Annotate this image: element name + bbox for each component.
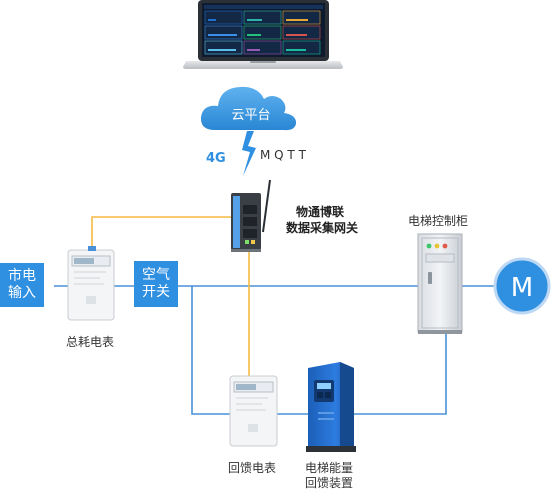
dashboard-tile-bar <box>247 34 261 36</box>
dashboard-tile-bar <box>286 19 308 21</box>
dashboard-tile-bar <box>286 49 306 51</box>
lightning-link <box>242 131 256 176</box>
dashboard-tile <box>243 25 282 40</box>
gateway-subtitle: 数据采集网关 <box>286 221 359 235</box>
breaker-line1: 空气 <box>142 267 170 283</box>
dashboard-tile-bar <box>208 34 237 36</box>
laptop <box>183 0 343 69</box>
dashboard-tile <box>204 40 243 55</box>
dashboard-tile-bar <box>208 49 236 51</box>
dashboard-tile-bar <box>247 19 262 21</box>
total-meter <box>67 246 115 321</box>
cloud-label: 云平台 <box>231 108 270 123</box>
dashboard-tile <box>243 40 282 55</box>
feedback-meter <box>229 375 278 447</box>
laptop-base <box>183 61 343 69</box>
dashboard-tile <box>243 10 282 25</box>
cabinet-label: 电梯控制柜 <box>408 214 469 228</box>
dashboard-tile <box>204 25 243 40</box>
dashboard-tile-bar <box>208 19 216 21</box>
feedback-device-line1: 电梯能量 <box>305 461 354 475</box>
dashboard-tile-bar <box>286 34 307 36</box>
protocol-label: M Q T T <box>260 148 306 162</box>
data-line-total-meter <box>91 216 232 250</box>
dashboard-tile <box>282 10 321 25</box>
feedback-meter-label: 回馈电表 <box>228 461 277 475</box>
mains-input-box: 市电 输入 <box>0 263 44 307</box>
feedback-device-line2: 回馈装置 <box>305 476 354 490</box>
gateway-device <box>231 179 271 252</box>
elevator-cabinet <box>417 233 463 334</box>
data-wiring <box>91 216 250 376</box>
power-line-vfd-to-cabinet <box>352 332 447 415</box>
cloud-platform: 云平台 <box>200 86 297 131</box>
dashboard-tile <box>282 40 321 55</box>
energy-feedback-device <box>306 362 356 452</box>
breaker-line2: 开关 <box>142 284 170 300</box>
air-switch-box: 空气 开关 <box>134 261 178 307</box>
power-line-feedback-branch <box>191 286 231 415</box>
motor: M <box>493 257 551 315</box>
dashboard-tile <box>204 10 243 25</box>
mains-line2: 输入 <box>8 285 36 301</box>
dashboard-tile-bar <box>247 49 260 51</box>
total-meter-label: 总耗电表 <box>66 335 115 349</box>
mains-line1: 市电 <box>8 268 36 284</box>
dashboard-tile <box>282 25 321 40</box>
gateway-name: 物通博联 <box>296 205 345 219</box>
network-label: 4G <box>206 151 226 166</box>
motor-symbol: M <box>511 273 533 303</box>
dashboard-tiles <box>204 10 321 55</box>
